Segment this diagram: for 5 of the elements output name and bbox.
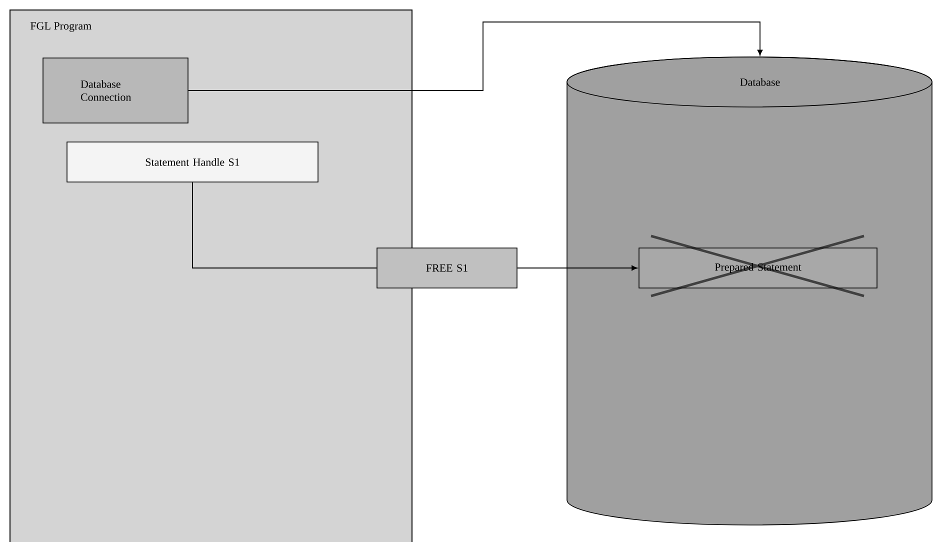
arrow (188, 22, 763, 91)
arrow (516, 265, 638, 271)
process-box: Statement Handle S1 (66, 142, 318, 182)
process-box: FREE S1 (376, 248, 518, 288)
process-box: Database Connection (42, 58, 188, 124)
